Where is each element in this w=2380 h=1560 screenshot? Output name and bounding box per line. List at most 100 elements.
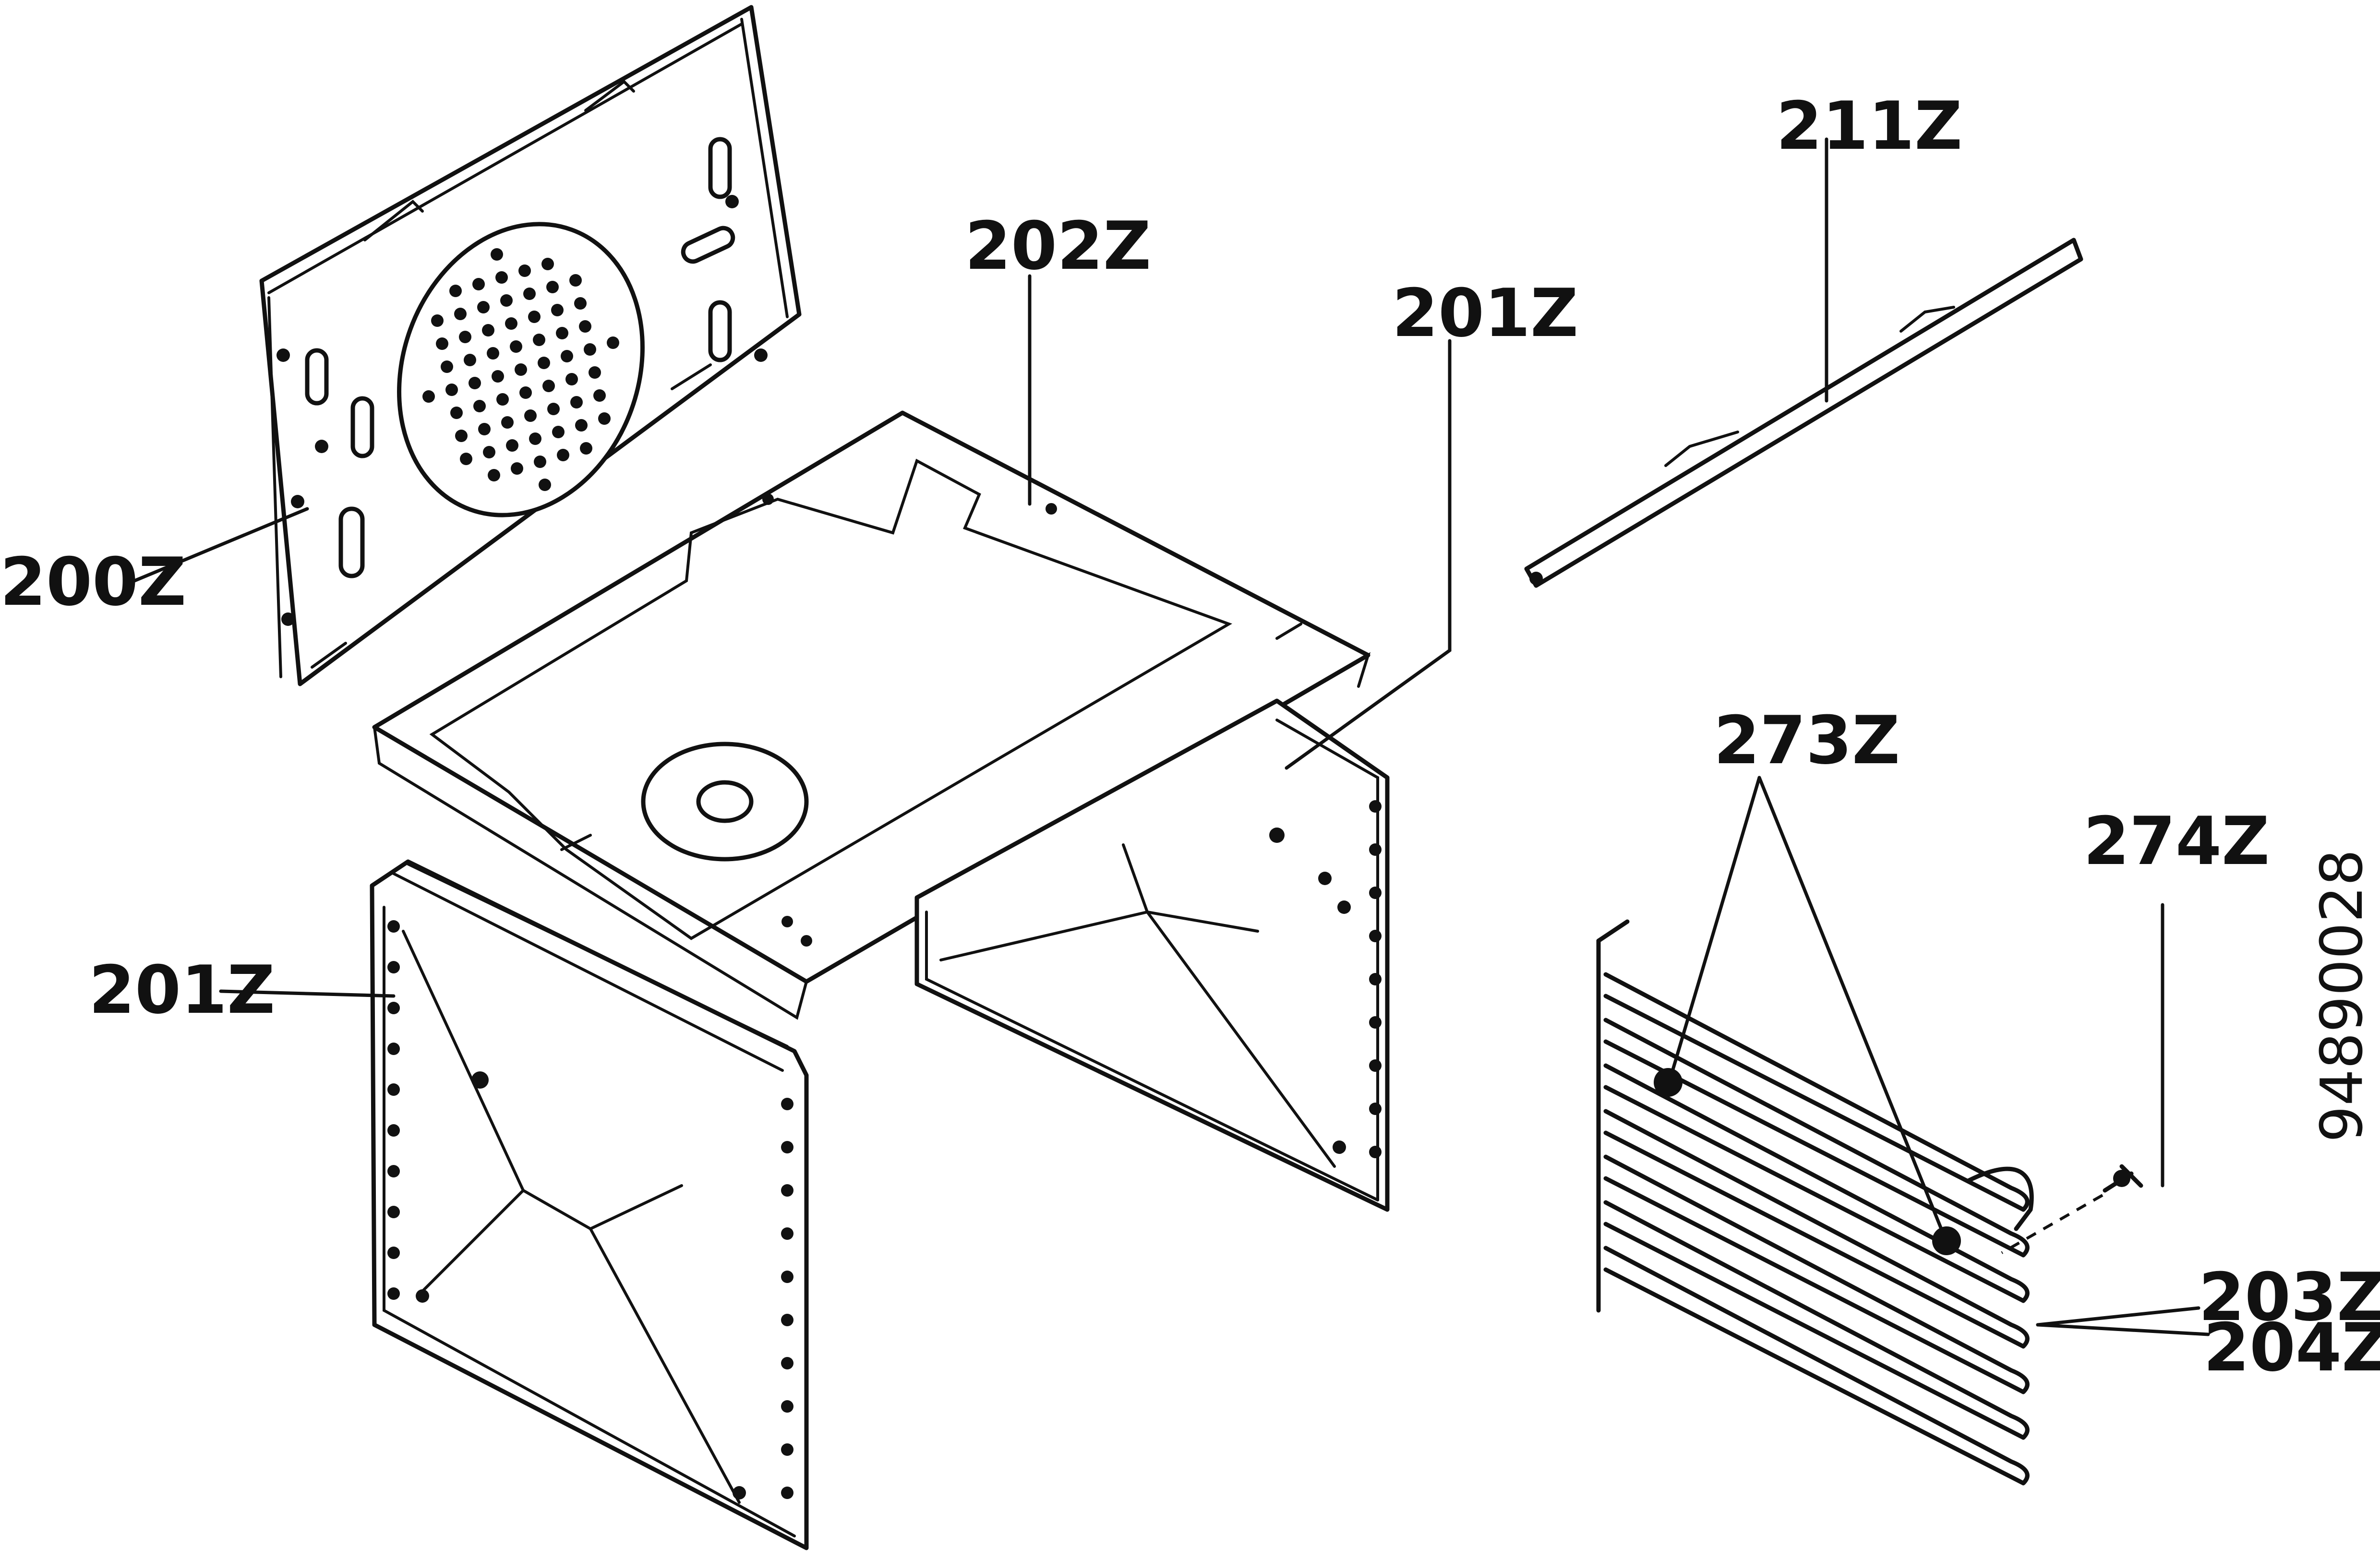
grille-hole xyxy=(519,386,532,399)
edge-hole xyxy=(387,920,400,933)
label-211z: 211Z xyxy=(1776,87,1962,165)
grille-hole xyxy=(538,357,550,369)
edge-hole xyxy=(387,1165,400,1177)
coil-loop xyxy=(1603,1246,2030,1486)
grille-hole xyxy=(483,446,495,458)
grille-hole xyxy=(445,384,458,396)
grille-hole xyxy=(488,469,500,481)
top-plate-202z xyxy=(372,410,1371,1020)
edge-hole xyxy=(387,1002,400,1014)
back-panel-200z xyxy=(259,5,802,686)
grille-hole xyxy=(546,281,559,293)
grille-hole xyxy=(478,423,491,435)
grille-hole xyxy=(492,370,504,383)
edge-hole xyxy=(387,1247,400,1259)
grille-hole xyxy=(482,324,494,336)
grille-hole xyxy=(515,363,527,376)
grille-hole xyxy=(454,308,467,320)
edge-hole xyxy=(781,1098,793,1110)
coil-loop xyxy=(1603,1063,2030,1303)
grille-hole xyxy=(529,432,541,445)
edge-hole xyxy=(387,1083,400,1096)
grille-hole xyxy=(441,360,453,373)
grille-hole xyxy=(464,354,476,366)
edge-hole xyxy=(1369,1016,1382,1029)
grille-hole xyxy=(533,334,545,346)
grille-hole xyxy=(565,373,578,385)
grille-hole xyxy=(528,311,541,323)
grille-hole xyxy=(552,426,565,438)
grille-hole xyxy=(455,430,468,442)
grille-hole xyxy=(501,416,514,429)
grille-hole xyxy=(495,271,508,284)
edge-hole xyxy=(1369,1103,1382,1115)
grille-hole xyxy=(539,479,551,491)
grille-hole xyxy=(556,327,568,339)
label-274z: 274Z xyxy=(2083,803,2270,880)
grille-hole xyxy=(580,442,592,455)
grille-hole xyxy=(561,350,573,362)
grille-hole xyxy=(506,439,518,452)
grille-hole xyxy=(449,285,462,297)
edge-hole xyxy=(781,1357,793,1369)
grille-hole xyxy=(598,412,611,425)
grille-hole xyxy=(557,449,569,461)
grille-hole xyxy=(491,248,503,261)
side-panel-201z-right xyxy=(914,698,1390,1212)
grille-hole xyxy=(505,317,517,330)
grille-hole xyxy=(523,288,536,300)
grille-hole xyxy=(431,314,444,327)
grille-hole xyxy=(607,336,619,349)
grille-hole xyxy=(547,403,560,415)
edge-hole xyxy=(1369,1146,1382,1158)
edge-hole xyxy=(1369,800,1382,813)
grille-hole xyxy=(510,340,522,353)
coil-loop xyxy=(1603,972,2030,1212)
grille-hole xyxy=(570,396,583,408)
grille-hole xyxy=(450,407,463,419)
label-202z: 202Z xyxy=(965,207,1151,285)
side-panel-201z-left xyxy=(370,859,809,1550)
label-203z: 203Z xyxy=(2199,1259,2380,1336)
edge-hole xyxy=(781,1443,793,1456)
coil-loop xyxy=(1603,1018,2030,1258)
grille-hole xyxy=(511,462,523,475)
edge-hole xyxy=(781,1314,793,1326)
grille-hole xyxy=(459,331,471,343)
label-201z-right: 201Z xyxy=(1392,275,1578,352)
grille-hole xyxy=(584,343,596,356)
grille-hole xyxy=(422,390,435,403)
edge-hole xyxy=(781,1271,793,1283)
edge-hole xyxy=(1369,843,1382,856)
edge-hole xyxy=(781,1141,793,1153)
grille-hole xyxy=(569,274,582,287)
rail-211z xyxy=(1524,238,2083,588)
grille-hole xyxy=(518,264,531,277)
label-200z: 200Z xyxy=(0,543,186,621)
label-273z: 273Z xyxy=(1714,702,1900,779)
grille-hole xyxy=(460,453,472,465)
label-204z: 204Z xyxy=(2203,1309,2380,1386)
drawing-code: 94890028 xyxy=(2309,849,2376,1142)
grille-hole xyxy=(436,337,448,350)
grille-hole xyxy=(541,258,554,270)
grille-hole xyxy=(551,304,564,316)
edge-hole xyxy=(1369,973,1382,985)
screw-274z xyxy=(2103,1164,2143,1193)
grille-hole xyxy=(473,400,486,412)
grille-hole xyxy=(575,419,588,432)
grille-hole xyxy=(487,347,499,360)
grille-hole xyxy=(477,301,490,313)
label-201z-left: 201Z xyxy=(89,951,275,1029)
grille-hole xyxy=(469,377,481,389)
grille-holes xyxy=(422,248,619,491)
edge-hole xyxy=(387,1124,400,1137)
grille-hole xyxy=(542,380,555,392)
grille-hole xyxy=(496,393,509,406)
edge-hole xyxy=(1369,930,1382,942)
heating-element-203z-204z xyxy=(1596,919,2034,1486)
edge-hole xyxy=(387,961,400,973)
coil-loop xyxy=(1603,1200,2030,1440)
edge-hole xyxy=(387,1287,400,1300)
